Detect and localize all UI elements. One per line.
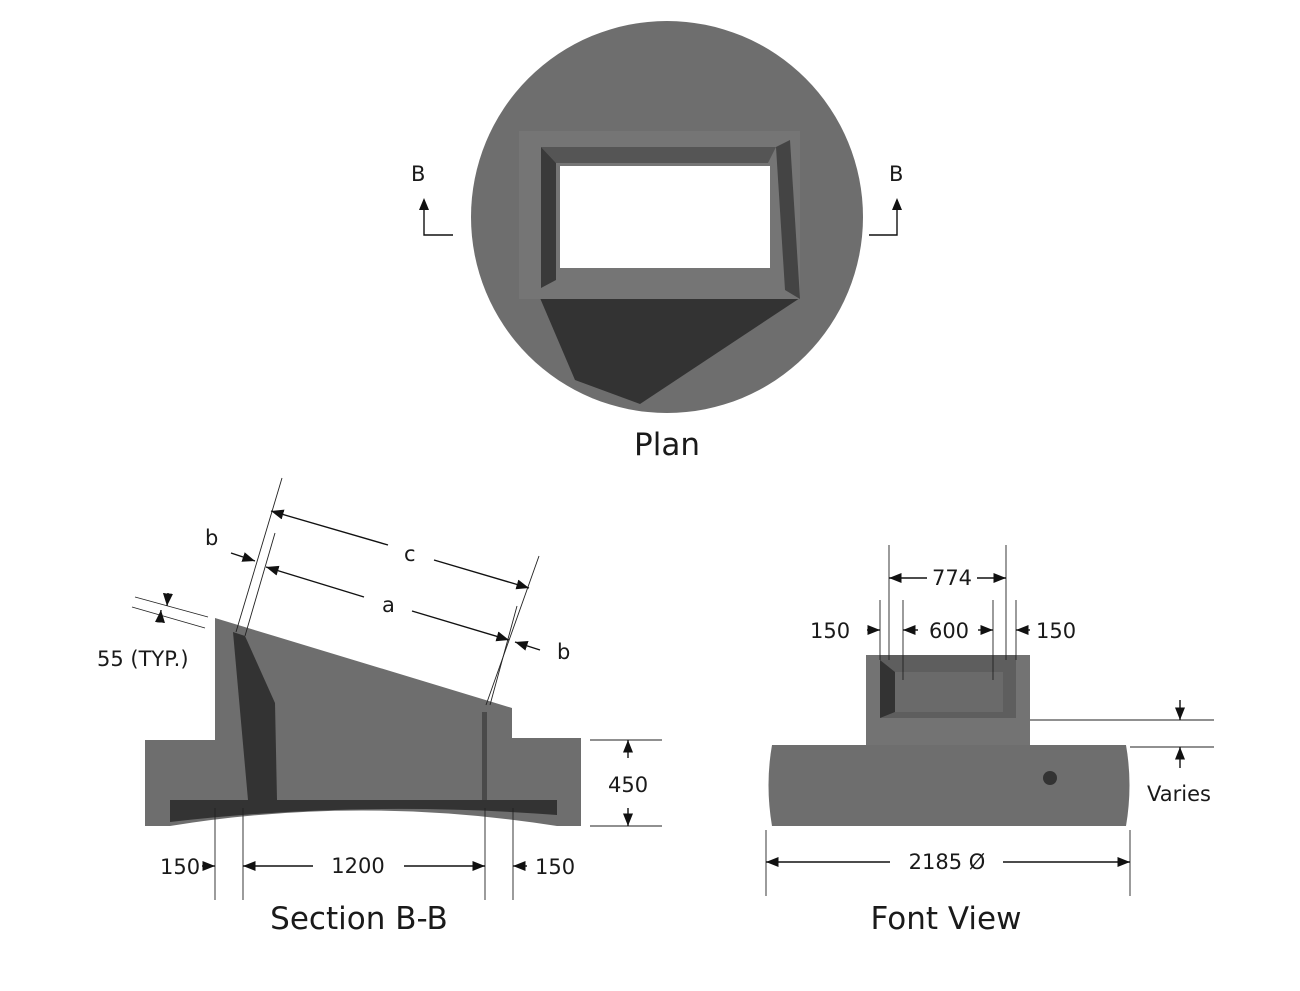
dim-outer-width: 774: [932, 566, 972, 590]
dim-front-right-wall: 150: [1036, 619, 1076, 643]
plan-shadow: [540, 298, 800, 404]
dim-left-wall: 150: [160, 855, 200, 879]
plan-title: Plan: [634, 427, 700, 463]
front-title: Font View: [871, 901, 1022, 937]
dim-b-right: b: [557, 640, 570, 664]
dim-a: a: [382, 593, 395, 617]
section-title: Section B-B: [270, 901, 448, 937]
section-bottom-recess: [170, 800, 557, 822]
dim-clear-span: 1200: [331, 854, 384, 878]
front-lift-hole: [1043, 771, 1057, 785]
section-marker-right: B: [869, 162, 903, 236]
dim-varies: Varies: [1147, 782, 1211, 806]
section-left-shadow: [233, 632, 277, 800]
section-marker-left: B: [411, 162, 453, 236]
svg-text:B: B: [889, 162, 903, 186]
dim-c: c: [404, 542, 416, 566]
dim-inner-width: 600: [929, 619, 969, 643]
dim-typ: 55 (TYP.): [97, 647, 189, 671]
dim-diameter: 2185 Ø: [909, 850, 986, 874]
front-view: 774 150 600 150 Varies 2185 Ø Font View: [765, 545, 1214, 937]
dim-height: 450: [608, 773, 648, 797]
front-base-cylinder: [768, 745, 1130, 826]
plan-opening: [560, 166, 770, 268]
section-body: [145, 618, 581, 826]
dim-b-left: b: [205, 526, 218, 550]
dim-front-left-wall: 150: [810, 619, 850, 643]
section-view: b c a b 55 (TYP.) 450 150 1200 150 Secti…: [97, 477, 662, 937]
dim-right-wall: 150: [535, 855, 575, 879]
svg-text:B: B: [411, 162, 425, 186]
plan-view: B B Plan: [411, 21, 903, 463]
